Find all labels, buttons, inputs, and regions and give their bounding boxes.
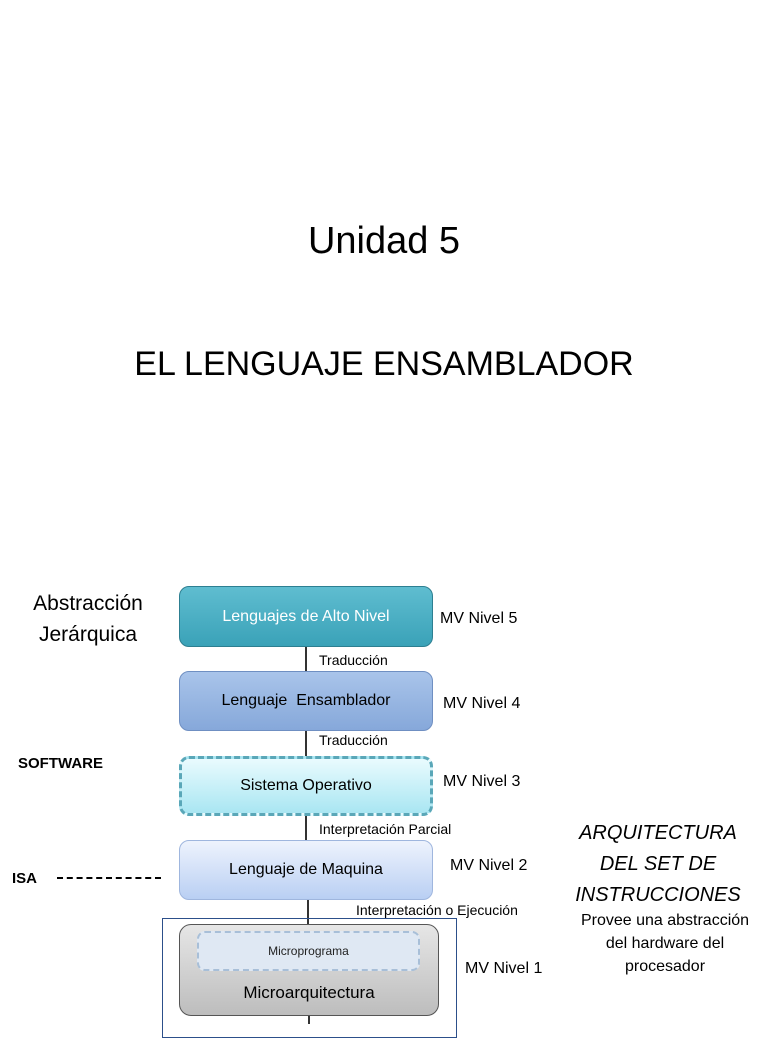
isa-label: ISA (12, 870, 38, 887)
connector-line-1-bottom (308, 1016, 310, 1024)
abstraction-heading-line1: Abstracción (33, 592, 143, 615)
microprogram-label: Microprograma (268, 944, 349, 958)
slide-title: Unidad 5 (307, 220, 461, 262)
connector-label-3-2: Interpretación Parcial (319, 821, 452, 837)
level-5-label: Lenguajes de Alto Nivel (222, 607, 390, 625)
abstraction-heading-line2: Jerárquica (38, 623, 138, 646)
isa-description-line3: procesador (624, 958, 706, 975)
connector-line-2-1 (307, 900, 309, 924)
connector-line-3-2 (305, 816, 307, 840)
connector-label-2-1: Interpretación o Ejecución (356, 902, 518, 918)
isa-heading-line2: DEL SET DE (599, 853, 717, 875)
level-2-box: Lenguaje de Maquina (179, 840, 433, 900)
connector-label-4-3: Traducción (319, 732, 388, 748)
level-3-mv: MV Nivel 3 (443, 773, 521, 790)
level-5-mv: MV Nivel 5 (440, 610, 518, 627)
isa-heading-line1: ARQUITECTURA (579, 822, 737, 844)
slide-subtitle: EL LENGUAJE ENSAMBLADOR (134, 345, 634, 383)
level-3-box: Sistema Operativo (179, 756, 433, 816)
connector-line-4-3 (305, 731, 307, 756)
abstraction-heading: Abstracción Jerárquica (18, 588, 158, 650)
level-3-label: Sistema Operativo (240, 777, 372, 794)
isa-heading: ARQUITECTURA DEL SET DE INSTRUCCIONES (568, 818, 748, 911)
level-4-box: Lenguaje Ensamblador (179, 671, 433, 731)
isa-heading-line3: INSTRUCCIONES (575, 884, 741, 906)
level-4-label: Lenguaje Ensamblador (221, 692, 391, 709)
microprogram-box: Microprograma (197, 931, 420, 971)
level-2-label: Lenguaje de Maquina (229, 861, 383, 878)
isa-description: Provee una abstracción del hardware del … (565, 909, 765, 978)
level-2-mv: MV Nivel 2 (450, 857, 528, 874)
level-5-box: Lenguajes de Alto Nivel (179, 586, 433, 647)
isa-description-line1: Provee una abstracción (580, 912, 750, 929)
level-4-mv: MV Nivel 4 (443, 695, 521, 712)
isa-description-line2: del hardware del (605, 935, 725, 952)
isa-dashed-line (57, 877, 161, 879)
connector-label-5-4: Traducción (319, 652, 388, 668)
connector-line-5-4 (305, 647, 307, 671)
software-label: SOFTWARE (18, 755, 103, 772)
level-1-mv: MV Nivel 1 (465, 960, 543, 977)
level-1-label: Microarquitectura (243, 983, 375, 1002)
